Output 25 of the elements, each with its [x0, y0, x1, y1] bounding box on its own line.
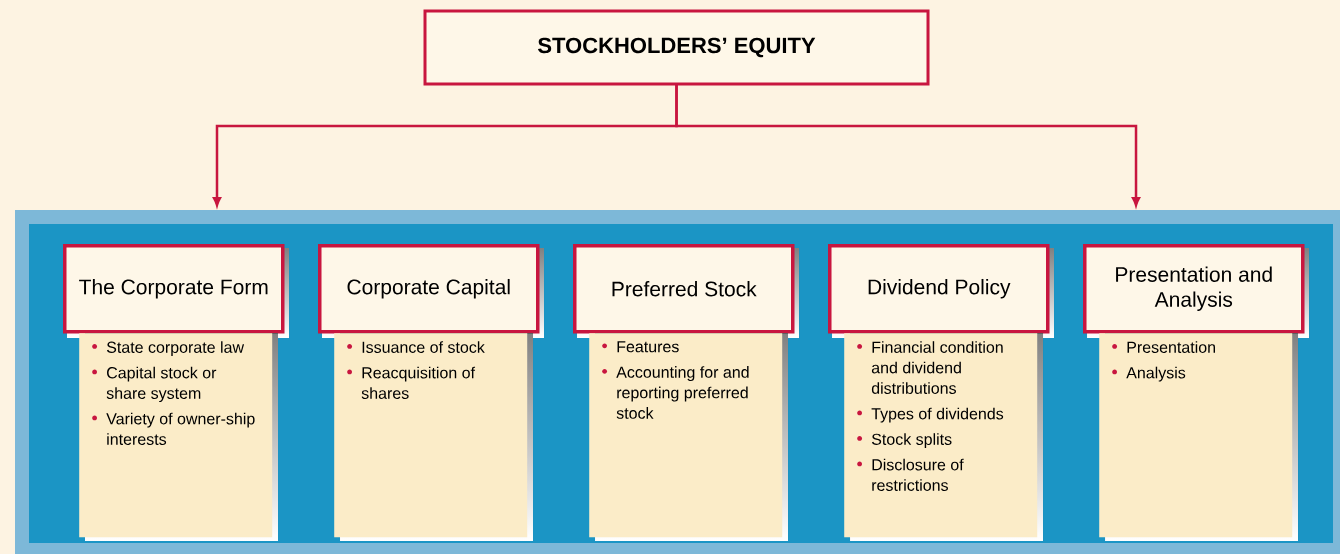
topic-card [589, 333, 788, 541]
arrow [675, 84, 1141, 207]
topic-card [79, 333, 278, 541]
bullet-item: Variety of owner-ship interests [92, 412, 255, 445]
bullet-item: Financial condition and dividend distributions [857, 341, 1003, 394]
heading-box: The Corporate Form [63, 244, 289, 338]
heading-box: Dividend Policy [828, 244, 1054, 338]
heading-box: Presentation and Analysis [1083, 244, 1309, 338]
topic-card [1099, 333, 1298, 541]
bullet-item: Types of dividends [857, 407, 1004, 423]
bullet-item: Stock splits [857, 433, 952, 449]
heading-box: Preferred Stock [573, 244, 799, 338]
bullet-item: Reacquisition of shares [347, 366, 476, 399]
bullet-item: Capital stock or share system [92, 366, 217, 403]
bullet-item: Issuance of stock [347, 341, 485, 353]
bullet-item: Analysis [1112, 366, 1186, 382]
heading-box: Corporate Capital [318, 244, 544, 338]
bullet-item: Presentation [1112, 341, 1215, 353]
bullet-item: Features [602, 341, 679, 353]
topic-card [844, 333, 1043, 541]
bullet-item: State corporate law [92, 341, 245, 357]
bullet-item: Accounting for and reporting preferred stock [602, 366, 749, 419]
bullet-item: Disclosure of restrictions [857, 458, 964, 491]
title-box: STOCKHOLDERS’ EQUITY [423, 9, 930, 86]
topic-card [334, 333, 533, 541]
